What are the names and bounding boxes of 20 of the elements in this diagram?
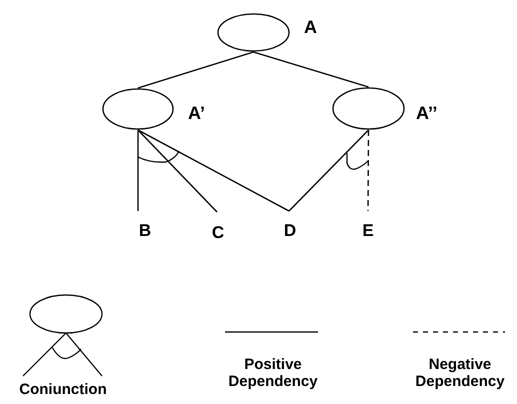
dashed-line	[367, 130, 370, 211]
node-label: A’’	[416, 104, 438, 122]
legend-label: Coniunction	[18, 381, 108, 398]
node-label: E	[356, 211, 380, 239]
legend-label: Negative Dependency	[414, 356, 506, 390]
ellipse-node	[217, 13, 290, 52]
node-label: A’	[188, 104, 206, 122]
ellipse-node	[332, 87, 405, 130]
connector-line	[137, 130, 139, 211]
connector-line	[253, 51, 369, 88]
connector-line	[288, 130, 369, 212]
connector-line	[138, 130, 218, 212]
node-label: A	[304, 18, 317, 36]
legend-label: Positive Dependency	[227, 356, 319, 390]
connector-line	[138, 129, 290, 212]
node-label: B	[133, 211, 157, 239]
node-label: D	[278, 211, 302, 239]
node-label: C	[206, 212, 230, 241]
ellipse-node	[102, 88, 174, 130]
connector-line	[138, 51, 254, 89]
